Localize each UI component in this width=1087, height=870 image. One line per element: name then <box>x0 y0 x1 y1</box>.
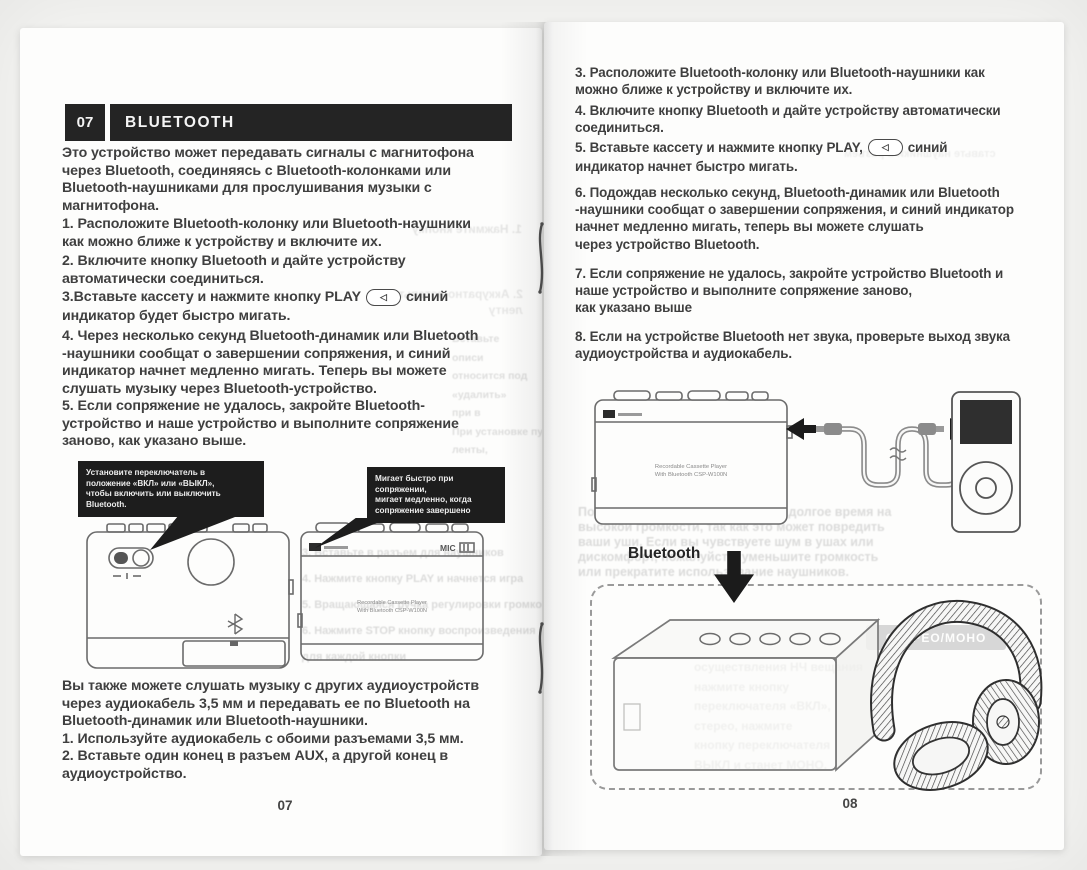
intro-paragraph: Это устройство может передавать сигналы … <box>62 145 474 214</box>
step-r8: 8. Если на устройстве Bluetooth нет звук… <box>575 329 1011 362</box>
bluetooth-speaker-illustration <box>611 618 881 772</box>
device-label-line2: With Bluetooth CSP-W100N <box>655 472 728 478</box>
cable-break-squiggle <box>889 447 907 461</box>
step-r5-text-after: синий <box>907 140 948 155</box>
step-r7: 7. Если сопряжение не удалось, закройте … <box>575 266 1004 316</box>
step-4: 4. Через несколько секунд Bluetooth-дина… <box>62 328 479 397</box>
click-wheel <box>959 461 1013 515</box>
bluetooth-headphones-illustration <box>870 599 1043 791</box>
play-button-icon: ◁ <box>365 289 401 307</box>
cassette-player-back-diagram <box>86 523 294 669</box>
step-3-text: 3.Вставьте кассету и нажмите кнопку PLAY <box>62 289 361 305</box>
aux-cable-diagram <box>786 418 969 488</box>
media-player-diagram <box>951 391 1021 533</box>
step-5: 5. Если сопряжение не удалось, закройте … <box>62 398 459 450</box>
step-r5-line2: индикатор начнет быстро мигать. <box>575 159 798 174</box>
chapter-title: BLUETOOTH <box>110 104 512 141</box>
headphone-earcup-left <box>893 721 989 791</box>
step-r5: 5. Вставьте кассету и нажмите кнопку PLA… <box>575 139 948 157</box>
step-3: 3.Вставьте кассету и нажмите кнопку PLAY… <box>62 289 448 307</box>
step-3-line2: индикатор будет быстро мигать. <box>62 308 291 324</box>
page-number-07: 07 <box>277 798 293 813</box>
callout-indicator: Мигает быстро при сопряжении, мигает мед… <box>367 467 505 524</box>
device-label-line1: Recordable Cassette Player <box>357 600 427 606</box>
step-r6: 6. Подождав несколько секунд, Bluetooth-… <box>575 185 1014 252</box>
step-r4: 4. Включите кнопку Bluetooth и дайте уст… <box>575 103 1001 136</box>
cassette-player-diagram: Recordable Cassette Player With Bluetoot… <box>591 390 793 525</box>
page-number-08: 08 <box>842 796 858 811</box>
mic-label: MIC <box>440 543 456 553</box>
chapter-number: 07 <box>65 104 105 141</box>
bluetooth-caption: Bluetooth <box>628 545 701 562</box>
step-r5-text: 5. Вставьте кассету и нажмите кнопку PLA… <box>575 140 863 155</box>
step-1: 1. Расположите Bluetooth-колонку или Blu… <box>62 216 471 250</box>
staple-top <box>538 222 544 294</box>
play-button-icon: ◁ <box>867 139 903 157</box>
step-r3: 3. Расположите Bluetooth-колонку или Blu… <box>575 65 985 98</box>
step-3-text-after: синий <box>405 289 449 305</box>
device-label-line1: Recordable Cassette Player <box>655 464 727 470</box>
speaker-buttons <box>699 632 841 646</box>
step-2: 2. Включите кнопку Bluetooth и дайте уст… <box>62 253 406 287</box>
device-label-line2: With Bluetooth CSP-W100N <box>357 608 427 614</box>
arrow-left-icon <box>786 418 804 440</box>
aux-paragraph: Вы также можете слушать музыку с других … <box>62 678 480 782</box>
callout-switch: Установите переключатель в положение «ВК… <box>78 461 264 518</box>
cassette-player-front-diagram: MIC Recordable Cassette Player With Blue… <box>297 522 484 661</box>
headphone-earcup-right <box>972 679 1040 765</box>
staple-bottom <box>538 622 544 694</box>
media-player-screen <box>960 400 1012 444</box>
